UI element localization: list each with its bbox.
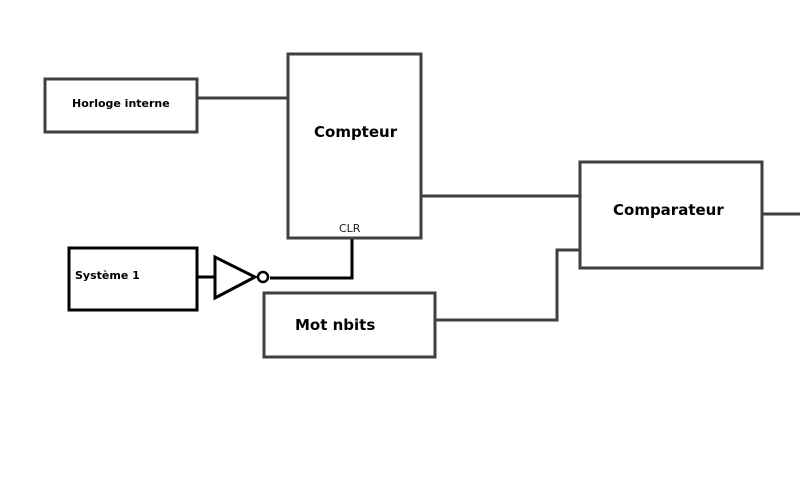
label-compteur: Compteur — [314, 123, 398, 141]
block-mot-nbits: Mot nbits — [262, 291, 437, 359]
label-systeme-1: Système 1 — [75, 269, 140, 282]
label-comparateur: Comparateur — [613, 201, 724, 219]
wire-inverter-clr — [270, 238, 354, 280]
label-mot-nbits: Mot nbits — [295, 316, 375, 334]
block-systeme-1: Système 1 — [67, 246, 199, 312]
block-compteur: Compteur CLR — [286, 52, 423, 240]
block-horloge-interne: Horloge interne — [43, 77, 199, 134]
label-clr-port: CLR — [339, 222, 361, 235]
label-horloge-interne: Horloge interne — [72, 97, 170, 110]
block-comparateur: Comparateur — [578, 160, 764, 270]
wire-mot-comparateur — [435, 248, 580, 322]
not-gate-icon — [213, 254, 270, 301]
